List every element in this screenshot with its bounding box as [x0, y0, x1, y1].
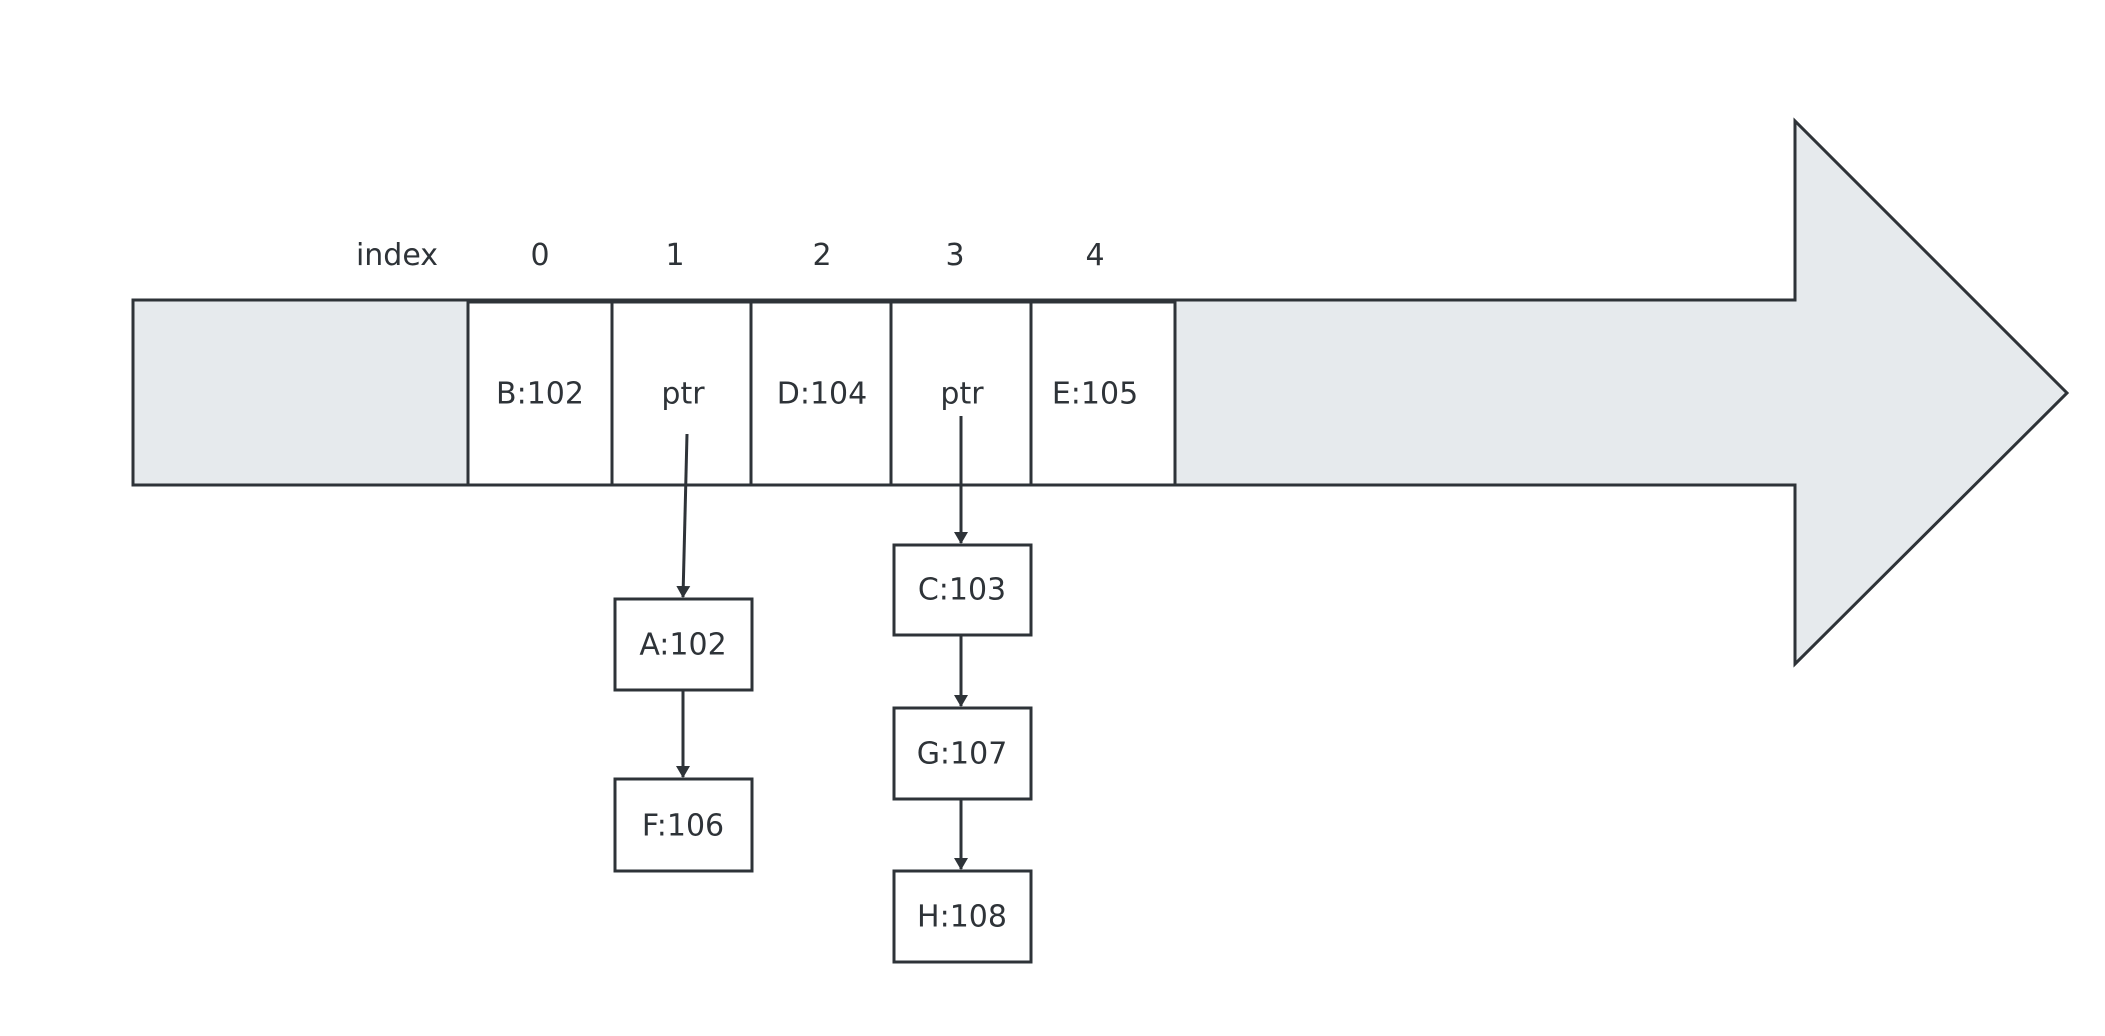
- slot-index-label: 1: [665, 238, 684, 273]
- chain-node: F:106: [613, 777, 754, 873]
- slot-value-label: B:102: [496, 377, 584, 412]
- chain-slot-1: A:102 F:106: [613, 433, 754, 873]
- slot-index-label: 2: [812, 238, 831, 273]
- chain-slot-3: C:103 G:107 H:108: [892, 416, 1033, 964]
- slot-value-label: D:104: [777, 377, 867, 412]
- slot-value-label: ptr: [940, 377, 984, 412]
- chain-node-label: H:108: [917, 900, 1007, 935]
- chain-node-label: A:102: [639, 628, 726, 663]
- chain-node-label: G:107: [917, 737, 1008, 772]
- array-slot-1: 1 ptr: [610, 238, 753, 487]
- slot-index-label: 0: [530, 238, 549, 273]
- slot-index-label: 4: [1085, 238, 1104, 273]
- array-slot-2: 2 D:104: [749, 238, 893, 487]
- chain-node: A:102: [613, 597, 754, 692]
- chain-node-label: C:103: [918, 573, 1006, 608]
- pointer-arrow: [676, 433, 691, 598]
- slot-index-label: 3: [945, 238, 964, 273]
- chain-node-label: F:106: [642, 809, 724, 844]
- array-slot-4: 4 E:105: [1029, 238, 1177, 487]
- array-slot-0: 0 B:102: [466, 238, 614, 487]
- slot-value-label: E:105: [1052, 377, 1138, 412]
- chain-node: G:107: [892, 706, 1033, 801]
- chain-node: C:103: [892, 543, 1033, 637]
- index-header-label: index: [356, 238, 438, 273]
- array-slots: 0 B:102 1 ptr 2 D:104 3 ptr 4 E:105: [466, 238, 1177, 487]
- slot-value-label: ptr: [661, 377, 705, 412]
- chain-node: H:108: [892, 869, 1033, 964]
